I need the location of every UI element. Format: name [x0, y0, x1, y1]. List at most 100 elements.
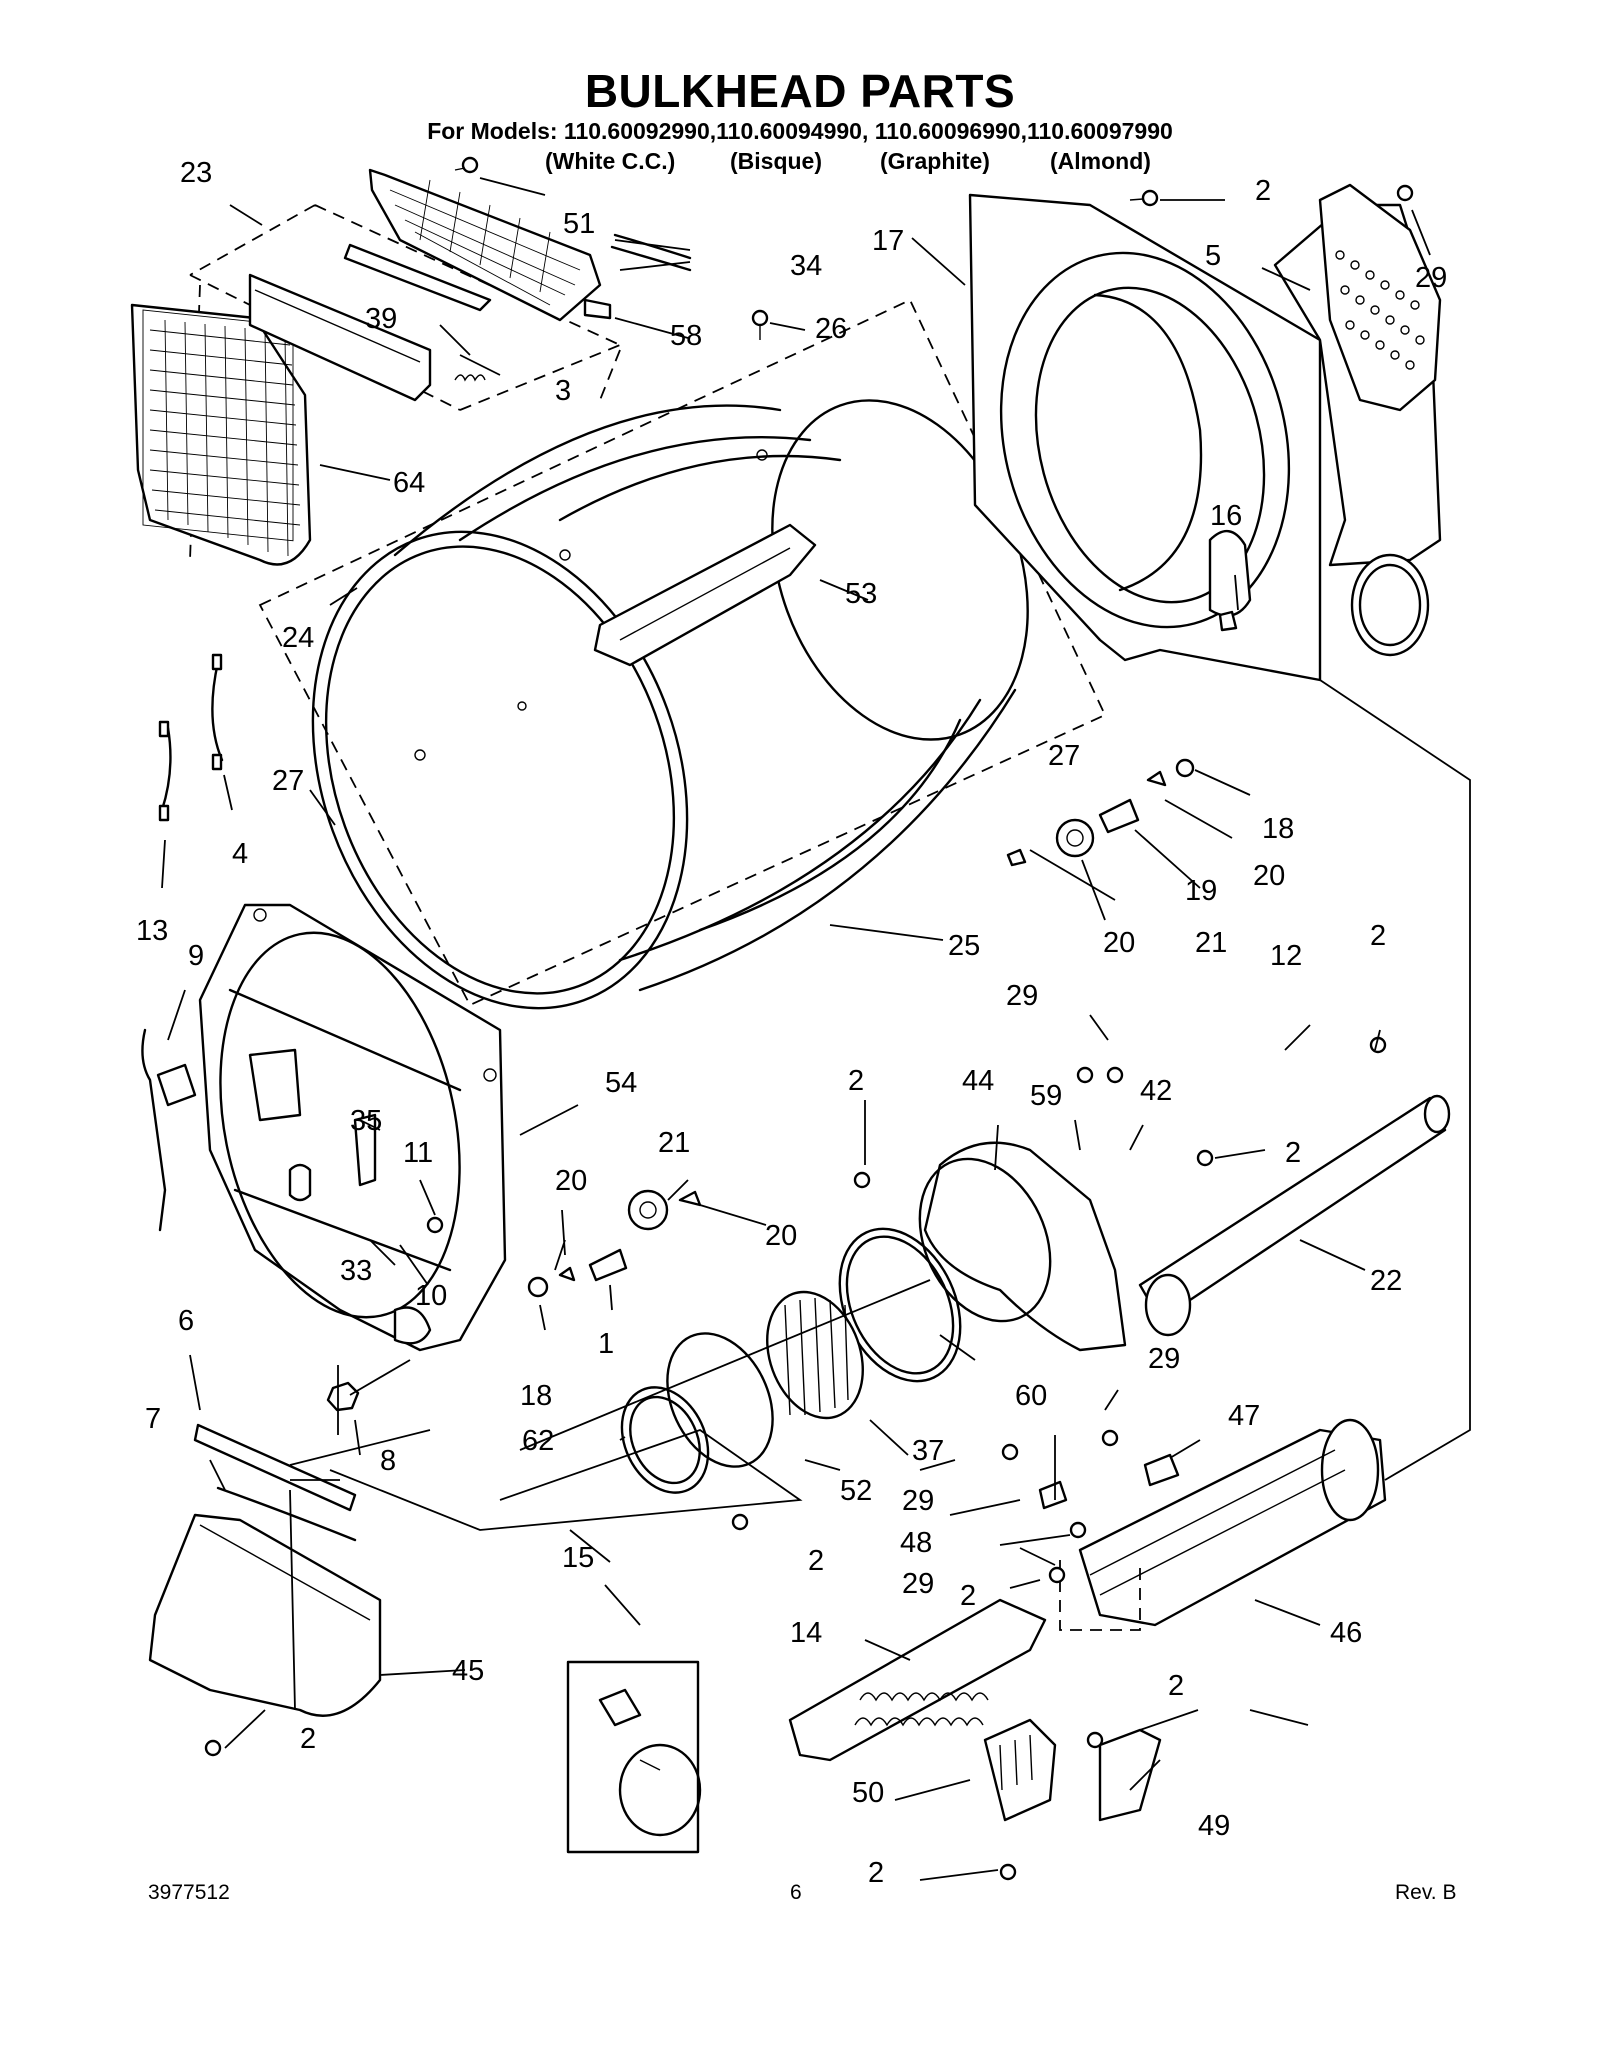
finish-almond: (Almond) [1050, 148, 1151, 174]
callout: 20 [765, 1220, 797, 1252]
callout: 51 [563, 208, 595, 240]
screw-2-d [1048, 1566, 1066, 1584]
page-title: BULKHEAD PARTS [584, 65, 1016, 117]
callout-numbers: 23 51 34 17 2 5 29 39 58 26 3 64 16 53 2… [136, 157, 1447, 1889]
callout: 21 [1195, 927, 1227, 959]
callout: 21 [658, 1127, 690, 1159]
screw-2-f [999, 1863, 1017, 1881]
screw-blower-2 [853, 1171, 871, 1189]
page-number: 6 [790, 1881, 802, 1904]
callout: 46 [1330, 1617, 1362, 1649]
callout: 23 [180, 157, 212, 189]
screw-59a [1076, 1066, 1094, 1084]
callout: 44 [962, 1065, 994, 1097]
finish-white: (White C.C.) [545, 148, 676, 174]
callout: 33 [340, 1255, 372, 1287]
finish-graphite: (Graphite) [880, 148, 990, 174]
callout: 29 [902, 1568, 934, 1600]
callout: 18 [520, 1380, 552, 1412]
callout: 29 [1148, 1343, 1180, 1375]
screw-vent [1396, 184, 1414, 202]
screw-29-b [1001, 1443, 1019, 1461]
revision-label: Rev. B [1395, 1881, 1457, 1904]
callout: 42 [1140, 1075, 1172, 1107]
callout: 2 [1255, 175, 1271, 207]
models-line: For Models: 110.60092990,110.60094990, 1… [427, 118, 1173, 144]
screws [204, 156, 1414, 1881]
callout: 2 [808, 1545, 824, 1577]
callout: 20 [1103, 927, 1135, 959]
callout: 54 [605, 1067, 637, 1099]
callout: 1 [598, 1328, 614, 1360]
screw-top-rear [1129, 189, 1159, 207]
screw-29-a [1101, 1429, 1119, 1447]
callout: 37 [912, 1435, 944, 1467]
drum [258, 298, 1107, 1010]
callout: 2 [960, 1580, 976, 1612]
callout: 20 [555, 1165, 587, 1197]
screw-duct [1196, 1149, 1214, 1167]
finish-bisque: (Bisque) [730, 148, 822, 174]
front-bulkhead [141, 653, 507, 1412]
callout: 15 [562, 1542, 594, 1574]
callout: 18 [1262, 813, 1294, 845]
callout: 49 [1198, 1810, 1230, 1842]
callout: 53 [845, 578, 877, 610]
callout: 20 [1253, 860, 1285, 892]
screw-top-lint [454, 156, 479, 174]
thermal-fuse-kit [566, 1660, 702, 1854]
callout: 7 [145, 1403, 161, 1435]
callout: 14 [790, 1617, 822, 1649]
screw-drum [751, 309, 769, 340]
callout: 3 [555, 375, 571, 407]
callout: 8 [380, 1445, 396, 1477]
callout: 24 [282, 622, 314, 654]
callout: 22 [1370, 1265, 1402, 1297]
document-number: 3977512 [148, 1881, 230, 1904]
callout: 62 [522, 1425, 554, 1457]
callout: 25 [948, 930, 980, 962]
callout: 13 [136, 915, 168, 947]
leader-lines [161, 177, 1471, 1881]
callout: 29 [1415, 262, 1447, 294]
callout: 9 [188, 940, 204, 972]
callout: 29 [902, 1485, 934, 1517]
vent-holes [1335, 250, 1425, 370]
heater-assembly [788, 1418, 1387, 1822]
callout: 19 [1185, 875, 1217, 907]
callout: 50 [852, 1777, 884, 1809]
callout: 47 [1228, 1400, 1260, 1432]
callout: 27 [272, 765, 304, 797]
lint-filter-group [130, 168, 692, 566]
lint-screen-mesh [149, 319, 301, 557]
callout: 2 [868, 1857, 884, 1889]
callout: 64 [393, 467, 425, 499]
callout: 34 [790, 250, 822, 282]
callout: 26 [815, 313, 847, 345]
callout: 2 [1370, 920, 1386, 952]
callout: 12 [1270, 940, 1302, 972]
callout: 11 [403, 1137, 433, 1169]
callout: 58 [670, 320, 702, 352]
callout: 35 [350, 1105, 382, 1137]
toe-panel-group [148, 1423, 382, 1717]
callout: 16 [1210, 500, 1242, 532]
callout: 4 [232, 838, 248, 870]
callout: 60 [1015, 1380, 1047, 1412]
callout: 48 [900, 1527, 932, 1559]
callout: 2 [1285, 1137, 1301, 1169]
callout: 29 [1006, 980, 1038, 1012]
screw-29-c [1069, 1521, 1087, 1539]
blower-housing [620, 1094, 1451, 1494]
screw-front-11 [426, 1216, 444, 1234]
screw-lower-2 [731, 1513, 749, 1531]
callout: 5 [1205, 240, 1221, 272]
callout: 10 [415, 1280, 447, 1312]
callout: 52 [840, 1475, 872, 1507]
callout: 17 [872, 225, 904, 257]
screw-2-e [1086, 1731, 1104, 1749]
callout: 59 [1030, 1080, 1062, 1112]
screw-2-g [204, 1739, 222, 1757]
callout: 6 [178, 1305, 194, 1337]
